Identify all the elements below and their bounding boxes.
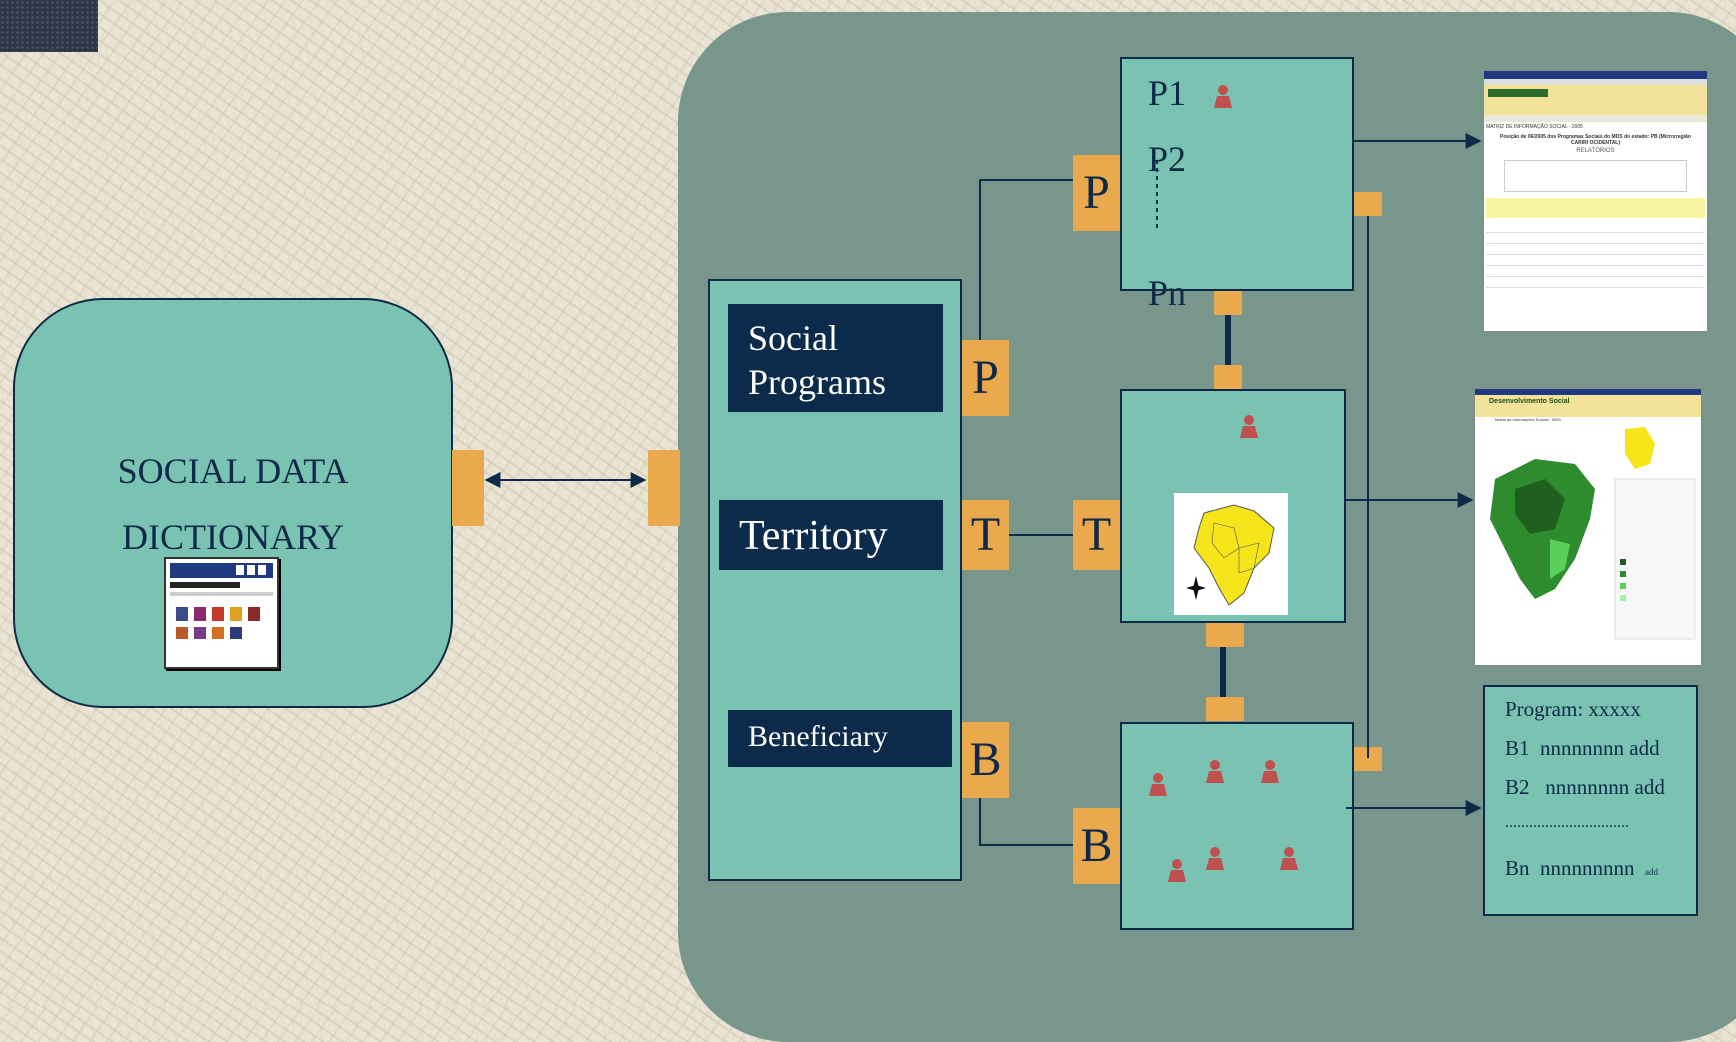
beneficiary-b-port: B bbox=[1073, 808, 1120, 884]
program-list-box: Program: xxxxx B1 nnnnnnnn add B2 nnnnnn… bbox=[1483, 685, 1698, 916]
joint-1 bbox=[1214, 291, 1242, 315]
report-section: RELATÓRIOS bbox=[1576, 148, 1615, 154]
beneficiary-label: Beneficiary bbox=[728, 710, 952, 767]
program-pn: Pn bbox=[1148, 273, 1187, 313]
joint-3 bbox=[1206, 623, 1244, 647]
entity-t-port: T bbox=[962, 500, 1009, 570]
program-p1: P1 bbox=[1148, 73, 1187, 113]
programs-box bbox=[1120, 57, 1354, 291]
social-programs-line1: Social bbox=[748, 318, 838, 358]
entity-p-port: P bbox=[962, 340, 1009, 416]
territory-label: Territory bbox=[719, 500, 943, 570]
entity-b-port: B bbox=[962, 722, 1009, 798]
map-title: Desenvolvimento Social bbox=[1489, 398, 1570, 405]
dictionary-port bbox=[452, 450, 484, 526]
program-list-dots: ............................... bbox=[1505, 814, 1629, 831]
dictionary-title-line2: DICTIONARY bbox=[122, 517, 344, 557]
window-app-icon bbox=[164, 557, 279, 669]
program-p2: P2 bbox=[1148, 139, 1187, 179]
programs-p-port: P bbox=[1073, 155, 1120, 231]
report-screenshot: MATRIZ DE INFORMAÇÃO SOCIAL - 2005 Posiç… bbox=[1483, 70, 1708, 332]
joint-5 bbox=[1354, 192, 1382, 216]
map-drawing bbox=[1490, 427, 1696, 640]
map-screenshot: Desenvolvimento Social Matriz de Informa… bbox=[1474, 388, 1702, 666]
corner-decoration bbox=[0, 0, 98, 52]
report-heading: Posição de 06/2005 dos Programas Sociais… bbox=[1500, 134, 1691, 146]
dictionary-title-line1: SOCIAL DATA bbox=[117, 451, 349, 491]
social-programs-line2: Programs bbox=[748, 362, 886, 402]
program-list-header: Program: xxxxx bbox=[1505, 697, 1641, 721]
compass-icon bbox=[1186, 576, 1206, 600]
joint-2 bbox=[1214, 365, 1242, 389]
connector-lines bbox=[484, 85, 1482, 882]
beneficiary-box bbox=[1120, 722, 1354, 930]
map-subtitle: Matriz de Informações Sociais - MDS bbox=[1495, 417, 1562, 422]
joint-4 bbox=[1206, 697, 1244, 721]
program-list-b2: B2 nnnnnnnn add bbox=[1505, 775, 1665, 799]
system-port bbox=[648, 450, 680, 526]
territory-t-port: T bbox=[1073, 500, 1120, 570]
social-programs-label: Social Programs bbox=[728, 304, 943, 412]
brazil-map-icon bbox=[1174, 487, 1288, 615]
program-list-b1: B1 nnnnnnnn add bbox=[1505, 736, 1660, 760]
report-title: MATRIZ DE INFORMAÇÃO SOCIAL - 2005 bbox=[1486, 124, 1583, 130]
program-list-bn: Bn nnnnnnnnn add bbox=[1505, 856, 1659, 880]
person-icon bbox=[1149, 85, 1298, 882]
